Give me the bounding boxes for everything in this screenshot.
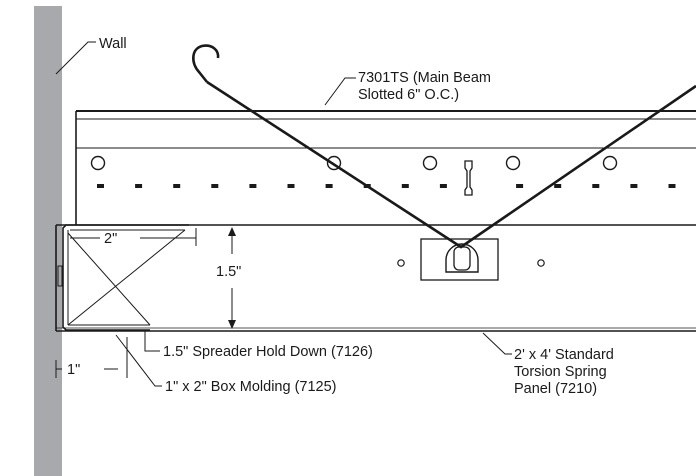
dimension-lines bbox=[55, 227, 236, 378]
beam-slot bbox=[211, 184, 219, 188]
box-molding-label: 1" x 2" Box Molding (7125) bbox=[165, 379, 337, 395]
beam-slot bbox=[592, 184, 600, 188]
box-molding bbox=[57, 224, 189, 331]
beam-slot bbox=[668, 184, 676, 188]
spreader-hold-down-label: 1.5" Spreader Hold Down (7126) bbox=[163, 344, 373, 360]
beam-slot bbox=[401, 184, 409, 188]
wall bbox=[34, 6, 62, 476]
torsion-spring-panel bbox=[55, 224, 696, 332]
beam-slot bbox=[97, 184, 104, 188]
keyhole-slot bbox=[464, 160, 473, 196]
panel-label-line2: Torsion Spring bbox=[514, 364, 607, 380]
beam-slot bbox=[173, 184, 181, 188]
dimension-1-5in-label: 1.5" bbox=[216, 264, 241, 280]
beam-slot bbox=[135, 184, 143, 188]
beam-round-holes bbox=[90, 155, 618, 171]
wall-label: Wall bbox=[99, 36, 127, 52]
main-beam bbox=[75, 110, 696, 226]
beam-slot bbox=[287, 184, 295, 188]
beam-slot bbox=[630, 184, 638, 188]
main-beam-label-line1: 7301TS (Main Beam bbox=[358, 70, 491, 86]
beam-slot bbox=[439, 184, 447, 188]
leader-lines bbox=[55, 41, 512, 387]
torsion-spring-clip bbox=[397, 238, 545, 281]
panel-label-line1: 2' x 4' Standard bbox=[514, 347, 614, 363]
panel-label-line3: Panel (7210) bbox=[514, 381, 597, 397]
beam-slot bbox=[325, 184, 333, 188]
main-beam-label-line2: Slotted 6" O.C.) bbox=[358, 87, 459, 103]
beam-slot bbox=[554, 184, 562, 188]
dimension-1in-label: 1" bbox=[67, 362, 80, 378]
beam-slot bbox=[516, 184, 524, 188]
beam-slots bbox=[97, 184, 676, 188]
dimension-2in-label: 2" bbox=[104, 231, 117, 247]
beam-slot bbox=[249, 184, 257, 188]
